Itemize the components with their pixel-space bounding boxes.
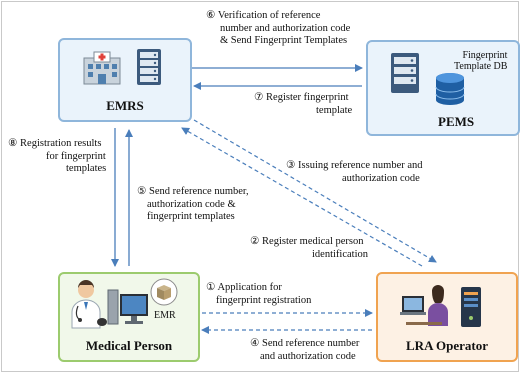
step-3-note: ③ Issuing reference number and authoriza… (286, 160, 423, 185)
step-6-note: ⑥ Verification of reference number and a… (206, 10, 350, 48)
hospital-icon (83, 51, 121, 85)
lra-operator-node: LRA Operator (376, 272, 518, 362)
step-7-line-2: template (316, 104, 353, 116)
step-8-line-2: for fingerprint (46, 150, 106, 162)
computer-icon (107, 289, 148, 325)
emr-label: EMR (154, 310, 176, 321)
step-2-note: ② Register medical person identification (250, 236, 368, 261)
step-7-note: ⑦ Register fingerprint template (254, 92, 352, 117)
emrs-node: EMRS (58, 38, 192, 122)
db-label-line-2: Template DB (454, 61, 508, 72)
doctor-icon (71, 280, 107, 329)
pems-label: PEMS (438, 114, 475, 129)
step-1-line-2: fingerprint registration (216, 294, 312, 306)
step-6-line-1: ⑥ Verification of reference (206, 10, 321, 21)
step-7-line-1: ⑦ Register fingerprint (254, 92, 349, 103)
db-label: Fingerprint Template DB (454, 50, 507, 72)
server-tower-icon (461, 287, 481, 327)
server-icon (391, 53, 419, 93)
step-3-line-1: ③ Issuing reference number and (286, 160, 423, 171)
database-icon (435, 73, 465, 105)
step-1-line-1: ① Application for (206, 282, 282, 293)
server-icon (137, 49, 161, 85)
step-2-line-2: identification (312, 248, 368, 260)
lra-operator-label: LRA Operator (406, 338, 488, 353)
operator-icon (400, 285, 448, 326)
step-6-line-3: & Send Fingerprint Templates (220, 35, 348, 46)
step-8-line-3: templates (66, 163, 107, 174)
step-5-note: ⑤ Send reference number, authorization c… (137, 186, 249, 224)
step-4-line-2: and authorization code (260, 350, 356, 362)
step-8-line-1: ⑧ Registration results (8, 138, 102, 149)
medical-person-label: Medical Person (85, 338, 173, 353)
step-4-note: ④ Send reference number and authorizatio… (250, 338, 359, 363)
pems-node: Fingerprint Template DB PEMS (366, 40, 520, 136)
emr-cube-icon (150, 278, 178, 306)
step-5-line-3: fingerprint templates (147, 211, 235, 222)
medical-person-node: EMR Medical Person (58, 272, 200, 362)
db-label-line-1: Fingerprint (462, 50, 508, 61)
step-5-line-1: ⑤ Send reference number, (137, 186, 249, 197)
step-2-line-1: ② Register medical person (250, 236, 364, 247)
step-6-line-2: number and authorization code (220, 22, 351, 34)
step-1-note: ① Application for fingerprint registrati… (206, 282, 311, 307)
step-3-line-2: authorization code (342, 172, 420, 184)
step-5-line-2: authorization code & (147, 198, 236, 210)
step-8-note: ⑧ Registration results for fingerprint t… (8, 138, 106, 176)
step-4-line-1: ④ Send reference number (250, 338, 360, 349)
arrow-step-3 (193, 119, 437, 263)
emrs-label: EMRS (106, 98, 144, 113)
